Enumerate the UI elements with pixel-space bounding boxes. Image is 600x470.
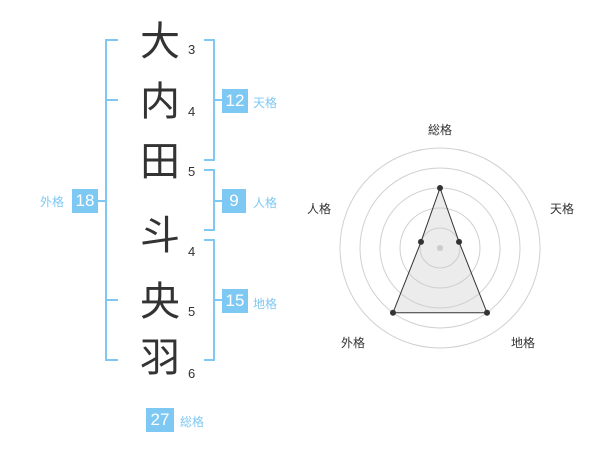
- stroke-count-5: 5: [188, 304, 196, 319]
- radar-axis-label-gaikaku: 外格: [341, 336, 366, 350]
- radar-point-3: [484, 309, 491, 316]
- name-char-1: 大: [140, 19, 180, 65]
- radar-ring-2: [399, 207, 481, 289]
- radar-center-point: [437, 245, 443, 251]
- stroke-count-1: 3: [188, 42, 196, 57]
- radar-point-4: [389, 309, 396, 316]
- radar-axis-label-tenkaku: 天格: [550, 202, 575, 216]
- radar-axis-label-soukaku: 総格: [428, 123, 453, 137]
- tenkaku-value: 12: [222, 89, 248, 113]
- stroke-count-4: 4: [188, 244, 196, 259]
- radar-axis-label-jinkaku: 人格: [307, 202, 332, 216]
- radar-ring-5: [339, 147, 541, 349]
- name-char-2: 内: [140, 79, 180, 125]
- radar-point-2: [456, 238, 463, 245]
- radar-ring-1: [419, 227, 461, 269]
- radar-axis-label-chikaku: 地格: [511, 336, 536, 350]
- gaikaku-value: 18: [72, 189, 98, 213]
- stroke-count-6: 6: [188, 366, 196, 381]
- chikaku-label: 地格: [253, 297, 278, 311]
- radar-point-1: [437, 185, 443, 191]
- name-char-5: 央: [140, 279, 180, 325]
- name-char-6: 羽: [140, 335, 180, 381]
- chikaku-value: 15: [222, 289, 248, 313]
- radar-point-5: [417, 238, 424, 245]
- stroke-count-2: 4: [188, 104, 196, 119]
- jinkaku-label: 人格: [253, 196, 278, 210]
- name-char-4: 斗: [140, 213, 180, 259]
- soukaku-value: 27: [146, 408, 174, 432]
- jinkaku-value: 9: [222, 189, 246, 213]
- radar-ring-4: [359, 167, 521, 329]
- stroke-count-3: 5: [188, 164, 196, 179]
- soukaku-label: 総格: [180, 415, 205, 429]
- name-char-3: 田: [140, 139, 180, 185]
- tenkaku-label: 天格: [253, 96, 278, 110]
- gaikaku-label: 外格: [40, 195, 65, 209]
